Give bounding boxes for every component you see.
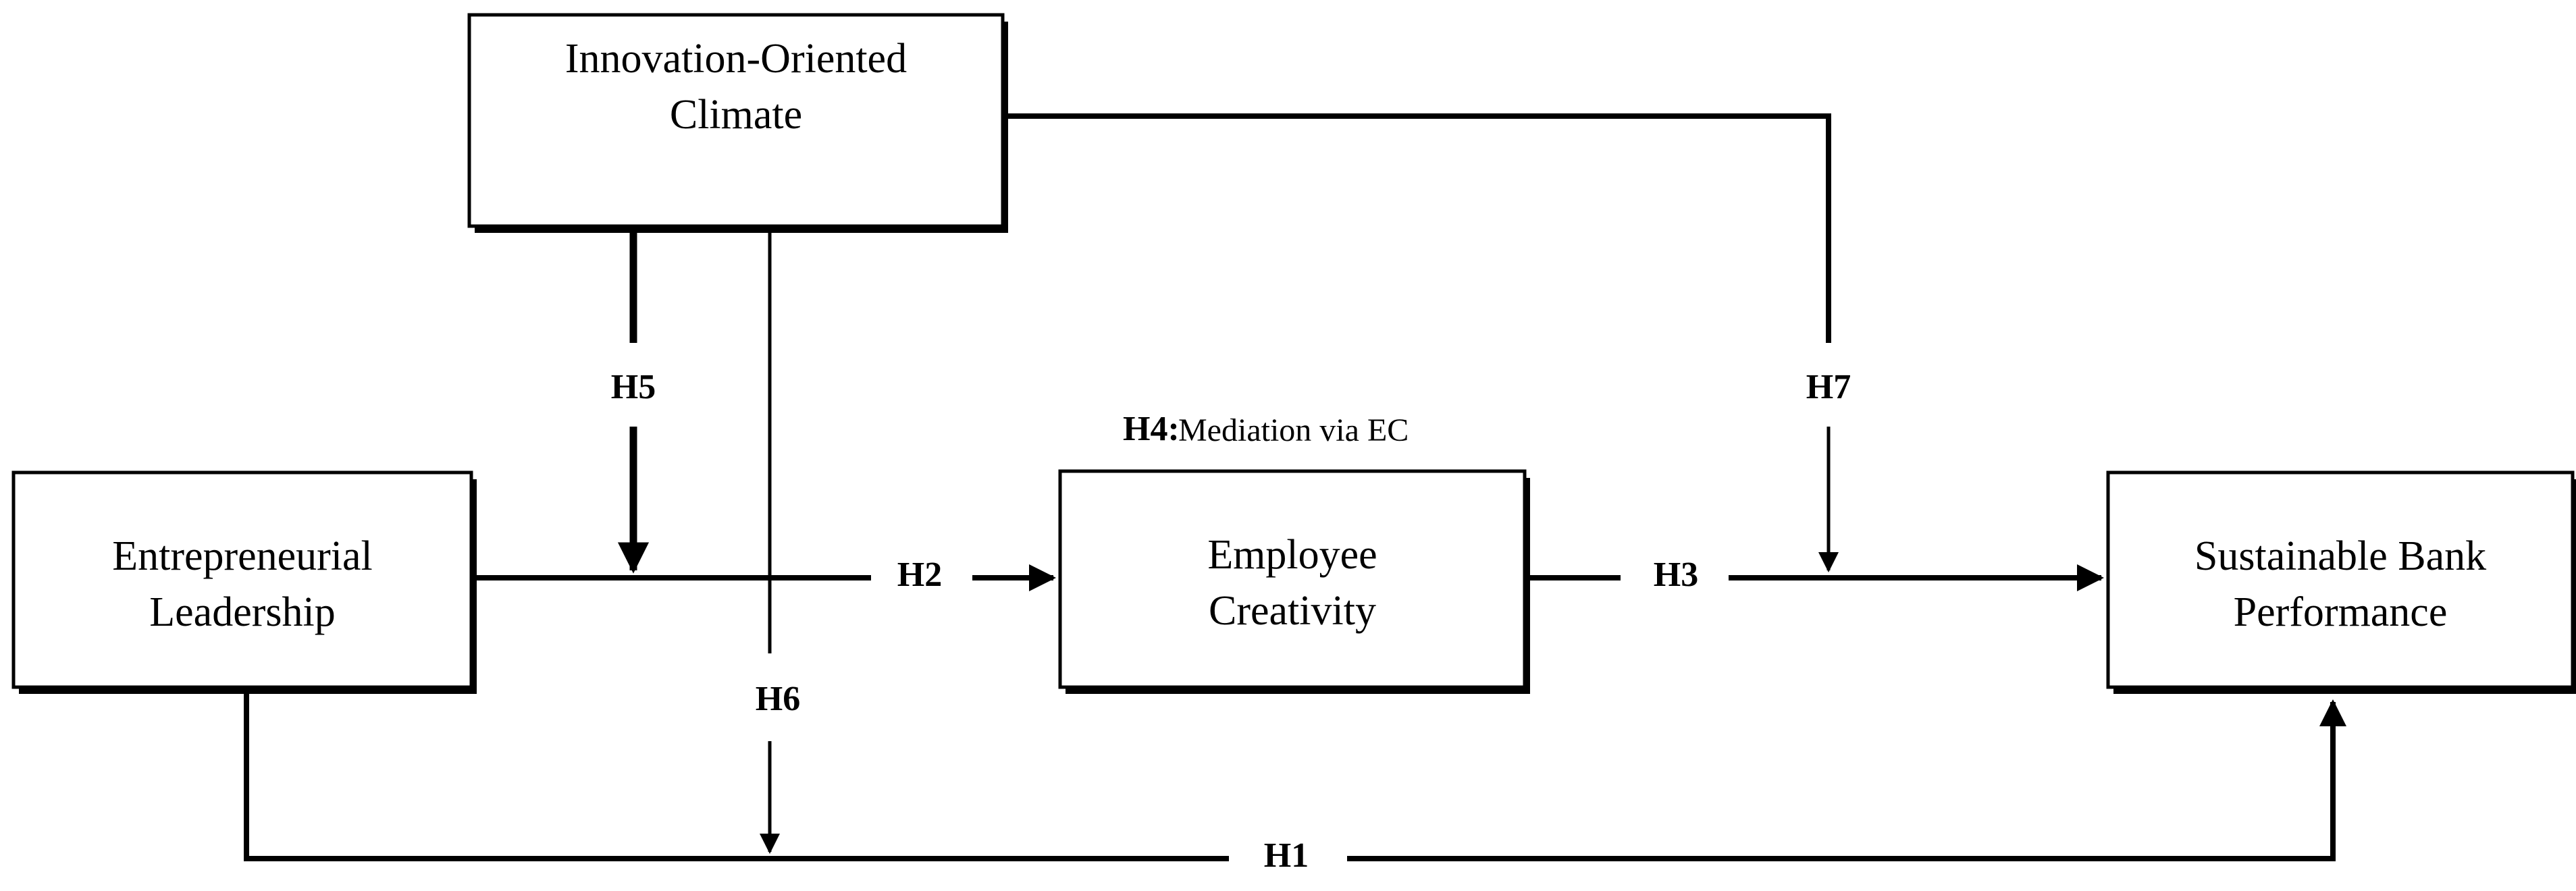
ec-box[interactable] [1058,469,1527,689]
edge-h1-left-segment [244,687,1229,861]
edge-h7-upper-segment [1003,113,1831,343]
hypothesis-label-h5: H5 [611,368,656,406]
hypothesis-label-h1: H1 [1264,836,1309,875]
ec-label-line2: Creativity [1209,588,1376,634]
hypothesis-label-h6: H6 [756,680,800,718]
hypothesis-label-h2: H2 [897,556,942,594]
sbp-box[interactable] [2106,470,2575,689]
ioc-label-line1: Innovation-Oriented [565,36,907,82]
sbp-label-line2: Performance [2234,589,2448,635]
node-sustainable-bank-performance[interactable]: Sustainable Bank Performance [2106,470,2576,694]
hypothesis-label-h7: H7 [1806,368,1851,406]
node-entrepreneurial-leadership[interactable]: Entrepreneurial Leadership [11,470,477,694]
ioc-box[interactable] [467,13,1005,228]
ec-label-line1: Employee [1207,532,1377,578]
el-label-line1: Entrepreneurial [112,533,373,579]
sbp-label-line1: Sustainable Bank [2194,533,2486,579]
edge-h1-direct-path [244,687,2346,861]
edge-h7-moderation-path [1003,113,1839,572]
hypothesis-label-h3: H3 [1654,556,1698,594]
node-employee-creativity[interactable]: Employee Creativity [1058,469,1530,694]
hypothesis-label-h4-text: Mediation via EC [1178,412,1409,448]
el-label-line2: Leadership [149,589,335,635]
hypothesis-label-h4-mediation: H4: Mediation via EC [1123,410,1409,448]
el-box[interactable] [11,470,473,689]
node-innovation-oriented-climate[interactable]: Innovation-Oriented Climate [467,13,1008,233]
ioc-label-line2: Climate [670,92,802,138]
hypothesis-label-h4-prefix: H4: [1123,410,1180,448]
edge-h1-right-segment [1347,699,2346,861]
